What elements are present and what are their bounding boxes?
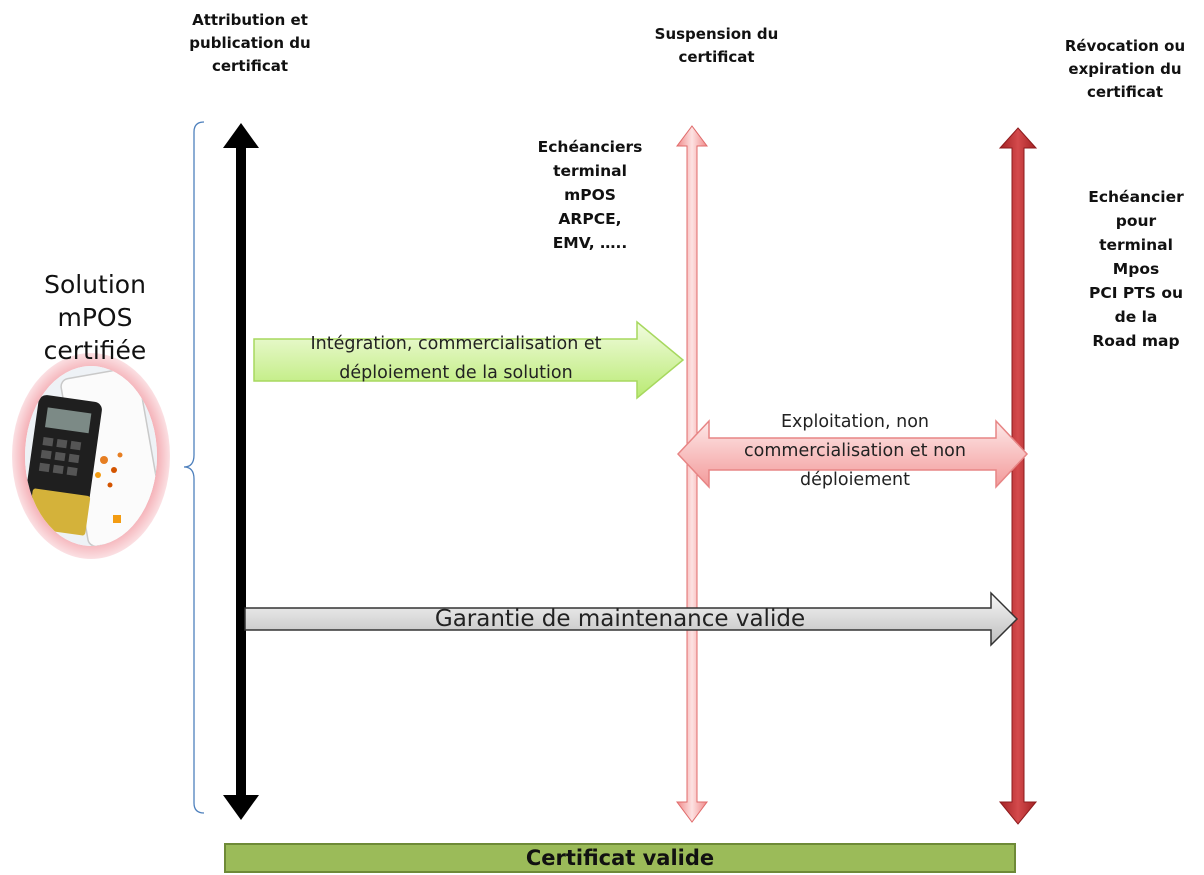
exploitation-phase-label: Exploitation, non commercialisation et n…	[744, 412, 966, 490]
exploitation-double-arrow	[676, 419, 1029, 489]
integration-phase-label: Intégration, commercialisation et déploi…	[310, 334, 602, 383]
revocation-double-arrow	[998, 127, 1038, 825]
maintenance-arrow	[244, 591, 1019, 647]
revocation-milestone-label: Révocation ou expiration du certificat	[1064, 37, 1186, 101]
pts-schedule-note: Echéancier pour terminal Mpos PCI PTS ou…	[1088, 188, 1184, 350]
suspension-milestone-label: Suspension du certificat	[654, 25, 779, 66]
suspension-double-arrow	[676, 125, 708, 823]
certificate-valid-bar: Certificat valide	[224, 843, 1016, 873]
certificate-valid-label: Certificat valide	[525, 846, 715, 870]
attribution-double-arrow	[223, 123, 259, 820]
attribution-milestone-label: Attribution et publication du certificat	[189, 11, 311, 75]
solution-title: Solution mPOS certifiée	[43, 270, 147, 365]
integration-arrow	[253, 320, 685, 400]
brace-shape	[183, 121, 205, 814]
mpos-schedule-note: Echéanciers terminal mPOS ARPCE, EMV, ….…	[537, 138, 643, 252]
mpos-device-image	[12, 353, 170, 559]
maintenance-phase-label: Garantie de maintenance valide	[434, 606, 806, 632]
